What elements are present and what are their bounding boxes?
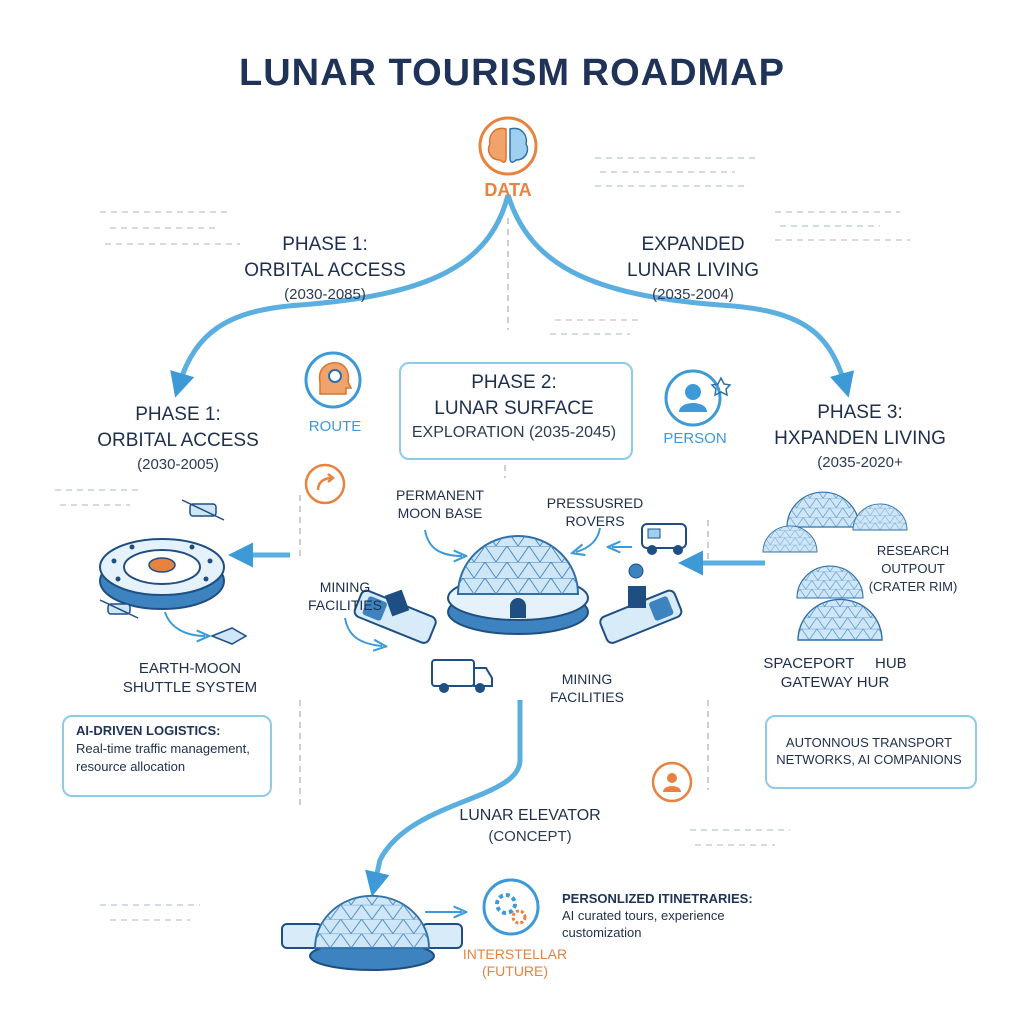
- rovers-label: PRESSUSRED ROVERS: [530, 494, 660, 530]
- thin-arrows: [164, 527, 632, 912]
- autonomous-line2: NETWORKS, AI COMPANIONS: [776, 752, 962, 767]
- phase1-name: ORBITAL ACCESS: [97, 430, 259, 451]
- phase2-card: [399, 362, 633, 460]
- phase1-top-name: ORBITAL ACCESS: [244, 260, 406, 281]
- moon-base-line1: PERMANENT: [396, 487, 484, 503]
- shuttle-line2: SHUTTLE SYSTEM: [122, 679, 258, 696]
- mining-bottom-label: MINING FACILITIES: [532, 670, 642, 706]
- shuttle-label: EARTH-MOON SHUTTLE SYSTEM: [100, 659, 280, 697]
- interstellar-label: INTERSTELLAR (FUTURE): [460, 946, 570, 980]
- logistics-text: AI-DRIVEN LOGISTICS: Real-time traffic m…: [76, 722, 250, 776]
- logistics-line2: resource allocation: [76, 759, 186, 774]
- user-icon: [664, 369, 732, 427]
- supply-truck: [431, 659, 493, 693]
- expanded-top-block: EXPANDED LUNAR LIVING (2035-2004): [583, 232, 803, 306]
- brain-icon: [478, 116, 538, 176]
- phase2-name: LUNAR SURFACE: [434, 398, 594, 419]
- expanded-top-name: LUNAR LIVING: [627, 260, 759, 281]
- gears-icon: [482, 878, 540, 936]
- background-decor: [55, 157, 910, 921]
- itineraries-heading: PERSONLIZED ITINETRARIES:: [562, 891, 753, 906]
- phase1-top-years: (2030-2085): [284, 286, 366, 303]
- phase3-heading: PHASE 3:: [817, 402, 903, 423]
- route-turn-icon: [304, 463, 346, 505]
- itineraries-line1: AI curated tours, experience: [562, 908, 725, 923]
- interstellar-line2: (FUTURE): [481, 963, 549, 979]
- spaceport-line1: SPACEPORT HUB: [763, 655, 907, 672]
- page-title: LUNAR TOURISM ROADMAP: [239, 52, 785, 94]
- mining-left-label: MINING FACILITIES: [290, 578, 400, 614]
- itineraries-line2: customization: [562, 925, 642, 940]
- elevator-line1: LUNAR ELEVATOR: [459, 807, 601, 824]
- phase3-block: PHASE 3: HXPANDEN LIVING (2035-2020+: [750, 400, 970, 474]
- rovers-line1: PRESSUSRED: [546, 495, 644, 511]
- phase2-heading: PHASE 2:: [471, 372, 557, 393]
- itineraries-text: PERSONLIZED ITINETRARIES: AI curated tou…: [562, 890, 753, 941]
- interstellar-line1: INTERSTELLAR: [462, 946, 568, 962]
- moon-base-line2: MOON BASE: [397, 505, 483, 521]
- mining-bottom-line1: MINING: [561, 671, 613, 687]
- expanded-top-heading: EXPANDED: [641, 234, 745, 255]
- moon-sphere: [628, 563, 644, 579]
- research-line3: (CRATER RIM): [868, 579, 958, 594]
- autonomous-line1: AUTONNOUS TRANSPORT: [785, 735, 953, 750]
- research-line1: RESEARCH: [876, 543, 950, 558]
- phase1-block: PHASE 1: ORBITAL ACCESS (2030-2005): [58, 402, 298, 476]
- flow-arrows: [170, 194, 855, 897]
- mining-bottom-line2: FACILITIES: [550, 689, 624, 705]
- phase3-name: HXPANDEN LIVING: [774, 428, 946, 449]
- route-label: ROUTE: [308, 418, 362, 435]
- phase2-years: EXPLORATION (2035-2045): [411, 424, 617, 441]
- satellite-drone: [99, 499, 248, 645]
- phase2-block: PHASE 2: LUNAR SURFACE EXPLORATION (2035…: [399, 370, 629, 444]
- logistics-heading: AI-DRIVEN LOGISTICS:: [76, 723, 221, 738]
- pressurized-rover: [641, 523, 687, 555]
- phase1-heading: PHASE 1:: [135, 404, 221, 425]
- mining-left-line2: FACILITIES: [308, 597, 382, 613]
- interstellar-dome: [281, 894, 463, 971]
- phase1-years: (2030-2005): [137, 456, 219, 473]
- head-gear-icon: [304, 351, 362, 409]
- phase1-top-heading: PHASE 1:: [282, 234, 368, 255]
- logistics-card: [62, 715, 272, 797]
- rovers-line2: ROVERS: [565, 513, 625, 529]
- moon-base-label: PERMANENT MOON BASE: [370, 486, 510, 522]
- research-line2: OUTPOUT: [881, 561, 945, 576]
- phase1-top-block: PHASE 1: ORBITAL ACCESS (2030-2085): [215, 232, 435, 306]
- spaceport-line2: GATEWAY HUR: [780, 674, 890, 691]
- person-label: PERSON: [663, 430, 727, 447]
- user-refresh-icon: [651, 761, 693, 803]
- expanded-top-years: (2035-2004): [652, 286, 734, 303]
- elevator-label: LUNAR ELEVATOR (CONCEPT): [450, 806, 610, 848]
- mining-left-line1: MINING: [319, 579, 371, 595]
- elevator-line2: (CONCEPT): [488, 828, 572, 845]
- logistics-line1: Real-time traffic management,: [76, 741, 250, 756]
- phase3-years: (2035-2020+: [817, 454, 903, 471]
- moon-base: [353, 535, 683, 644]
- autonomous-text: AUTONNOUS TRANSPORT NETWORKS, AI COMPANI…: [765, 734, 973, 768]
- autonomous-card: [765, 715, 977, 789]
- shuttle-line1: EARTH-MOON: [138, 660, 242, 677]
- research-label: RESEARCH OUTPOUT (CRATER RIM): [848, 542, 978, 596]
- data-label: DATA: [484, 180, 532, 200]
- orbital-station: [99, 538, 225, 610]
- spaceport-label: SPACEPORT HUB GATEWAY HUR: [745, 654, 925, 692]
